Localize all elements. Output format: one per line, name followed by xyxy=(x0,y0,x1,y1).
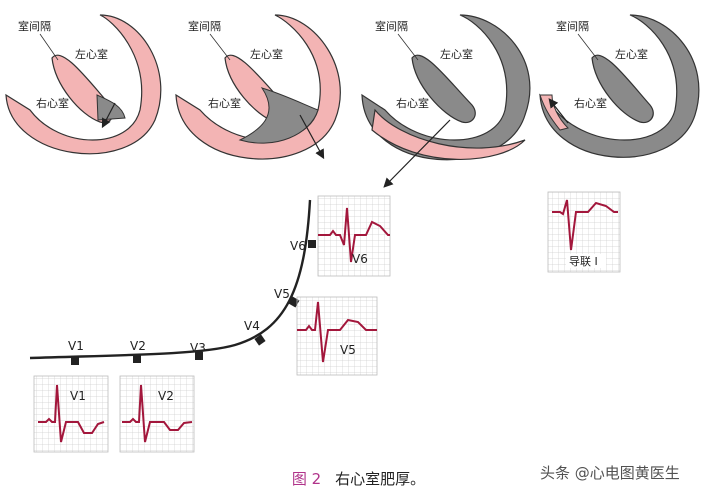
electrode-v3 xyxy=(195,352,203,360)
ecg-panel-v2: V2 xyxy=(119,375,195,453)
label-rv: 右心室 xyxy=(396,96,429,110)
lead-label-v3: V3 xyxy=(190,341,206,355)
ecg-label-v1: V1 xyxy=(70,389,86,403)
electrode-v2 xyxy=(133,355,141,363)
ecg-label-v2: V2 xyxy=(158,389,174,403)
lead-label-v1: V1 xyxy=(68,339,84,353)
electrode-v6 xyxy=(308,240,316,248)
septum xyxy=(411,54,476,124)
electrode-v4 xyxy=(254,334,266,346)
label-septum: 室间隔 xyxy=(188,19,221,33)
lead-label-v2: V2 xyxy=(130,339,146,353)
heart-diagram-1: 室间隔 左心室 右心室 xyxy=(5,14,162,155)
rv-wall xyxy=(5,14,162,155)
label-lv: 左心室 xyxy=(250,47,283,61)
chest-lead-line: V1 V2 V3 V4 V5 V6 xyxy=(29,199,316,365)
ecg-label-v5: V5 xyxy=(340,343,356,357)
lead-label-v5: V5 xyxy=(274,287,290,301)
label-septum: 室间隔 xyxy=(556,19,589,33)
ecg-panel-v5: V5 xyxy=(296,296,378,376)
heart-diagram-4: 室间隔 左心室 右心室 xyxy=(539,14,700,158)
figure-caption: 图 2 右心室肥厚。 xyxy=(0,468,717,489)
label-rv: 右心室 xyxy=(574,96,607,110)
electrode-v1 xyxy=(71,357,79,365)
septum xyxy=(591,54,654,124)
hypertrophy-region xyxy=(238,87,319,144)
ecg-label-lead-i: 导联 I xyxy=(569,255,598,268)
ecg-panel-lead-i: 导联 I xyxy=(547,191,621,273)
ecg-panel-v6: V6 xyxy=(317,195,391,277)
hypertrophy-region xyxy=(96,94,126,121)
label-lv: 左心室 xyxy=(615,47,648,61)
rv-wall xyxy=(371,108,526,160)
heart-diagram-2: 室间隔 左心室 右心室 xyxy=(175,14,341,160)
label-septum: 室间隔 xyxy=(375,19,408,33)
label-rv: 右心室 xyxy=(208,96,241,110)
lv-wall xyxy=(539,14,700,158)
label-lv: 左心室 xyxy=(75,47,108,61)
label-rv: 右心室 xyxy=(36,96,69,110)
lead-label-v6: V6 xyxy=(290,239,306,253)
ecg-label-v6: V6 xyxy=(352,252,368,266)
watermark: 头条 @心电图黄医生 xyxy=(540,464,680,482)
lead-label-v4: V4 xyxy=(244,319,260,333)
figure-number: 图 2 xyxy=(291,470,322,488)
label-septum: 室间隔 xyxy=(18,19,51,33)
heart-diagram-3: 室间隔 左心室 右心室 xyxy=(361,14,531,188)
figure-caption-text: 右心室肥厚。 xyxy=(335,470,426,488)
ecg-panel-v1: V1 xyxy=(33,375,109,453)
label-lv: 左心室 xyxy=(440,47,473,61)
